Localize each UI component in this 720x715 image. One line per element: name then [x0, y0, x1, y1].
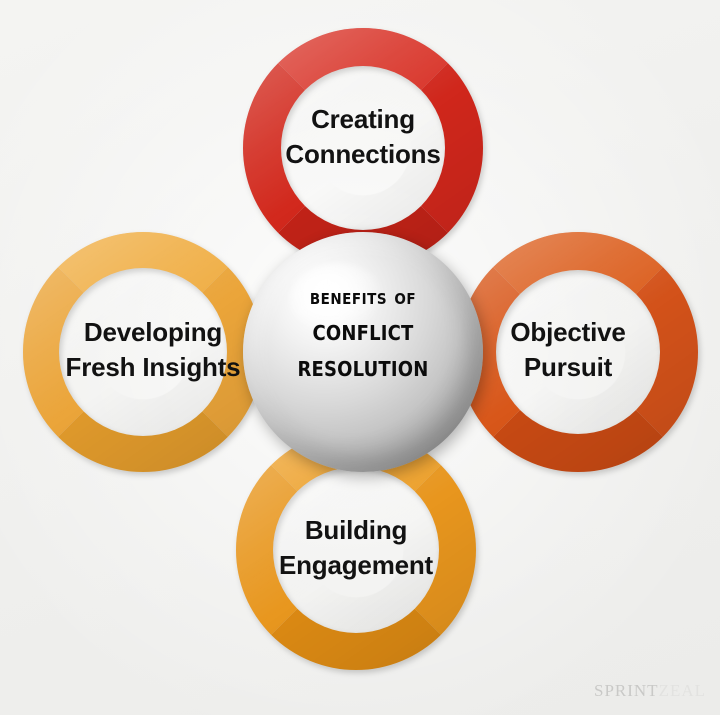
- petal-label-developing-fresh-insights: Developing Fresh Insights: [33, 315, 273, 385]
- center-title-line-3: Resolution: [297, 349, 429, 383]
- center-sphere[interactable]: Benefits Of Conflict Resolution: [243, 232, 483, 472]
- petal-label-creating-connections: Creating Connections: [243, 102, 483, 172]
- petal-label-objective-pursuit: Objective Pursuit: [448, 315, 688, 385]
- center-title-line-1: Benefits Of: [309, 285, 417, 310]
- petal-label-line-2: Fresh Insights: [65, 352, 241, 382]
- watermark-primary-text: SPRINT: [593, 681, 659, 700]
- watermark-secondary-text: ZEAL: [658, 681, 706, 700]
- petal-label-line-2: Engagement: [278, 550, 434, 580]
- center-title-line-2: Conflict: [312, 313, 414, 347]
- petal-label-line-1: Creating: [311, 104, 415, 134]
- watermark: SPRINTZEAL: [594, 681, 706, 701]
- center-title: Benefits Of Conflict Resolution: [243, 284, 483, 384]
- petal-label-line-2: Pursuit: [523, 352, 613, 382]
- petal-label-line-1: Building: [304, 515, 408, 545]
- petal-developing-fresh-insights[interactable]: Developing Fresh Insights: [23, 232, 263, 472]
- petal-label-building-engagement: Building Engagement: [236, 513, 476, 583]
- petal-label-line-1: Developing: [83, 317, 223, 347]
- petal-label-line-1: Objective: [510, 317, 626, 347]
- petal-objective-pursuit[interactable]: Objective Pursuit: [458, 232, 698, 472]
- petal-label-line-2: Connections: [285, 139, 441, 169]
